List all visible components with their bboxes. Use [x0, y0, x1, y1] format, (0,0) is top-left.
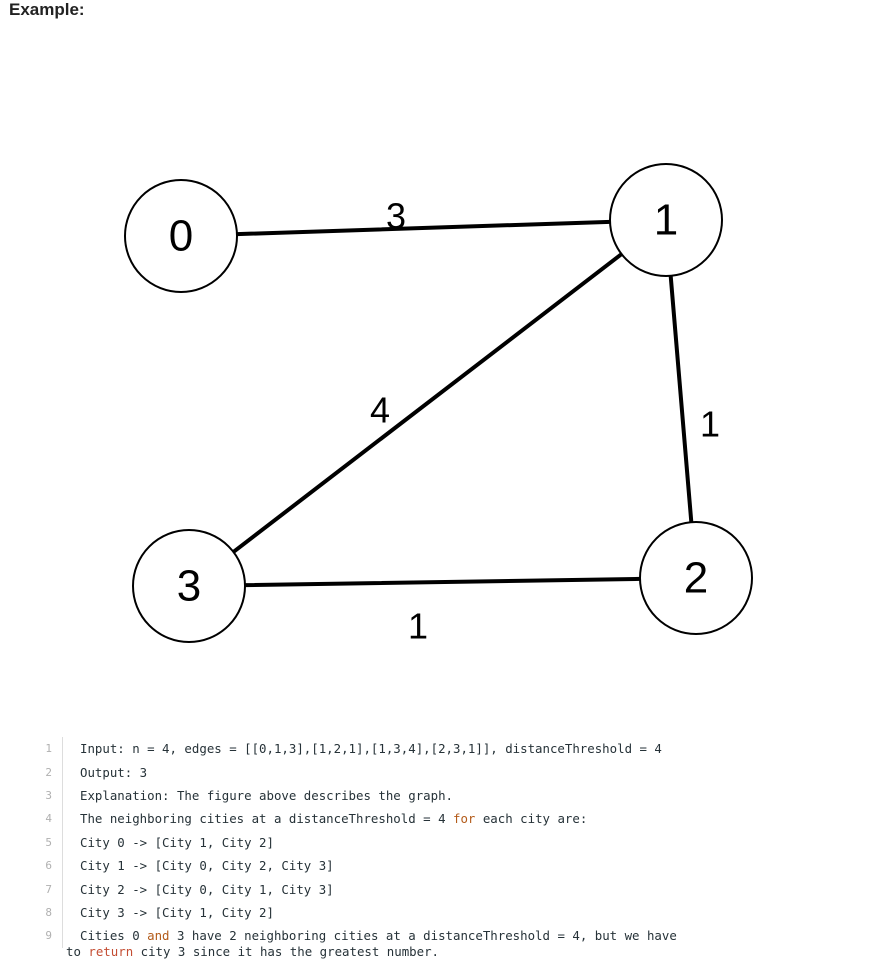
code-output-line: Output: 3 — [80, 764, 148, 780]
graph-node-0: 0 — [124, 179, 238, 293]
node-circle — [124, 179, 238, 293]
code-text: City 3 -> [City 1, City 2] — [80, 904, 274, 920]
graph-diagram: 3 4 1 1 0 1 2 3 — [124, 163, 753, 647]
code-line: 4 The neighboring cities at a distanceTh… — [36, 807, 866, 831]
line-number: 4 — [36, 807, 63, 831]
code-line: 8 City 3 -> [City 1, City 2] — [36, 900, 866, 925]
node-circle — [132, 529, 246, 643]
node-circle — [609, 163, 723, 277]
code-line: 7 City 2 -> [City 0, City 1, City 3] — [36, 877, 866, 901]
node-label: 3 — [177, 562, 201, 611]
node-label: 2 — [684, 554, 708, 603]
code-text-part: Cities 0 — [80, 928, 148, 944]
code-keyword: return — [88, 943, 134, 959]
code-text-part: The neighboring cities at a distanceThre… — [80, 811, 453, 827]
nodes-layer: 0 1 2 3 — [124, 163, 753, 643]
line-number: 2 — [36, 760, 63, 784]
line-number: 5 — [36, 830, 63, 854]
line-number: 7 — [36, 877, 63, 901]
line-number: 3 — [36, 783, 63, 808]
code-text: City 0 -> [City 1, City 2] — [80, 834, 274, 850]
code-text: City 2 -> [City 0, City 1, City 3] — [80, 881, 334, 897]
code-text-part: 3 have 2 neighboring cities at a distanc… — [169, 928, 677, 944]
code-line: 5 City 0 -> [City 1, City 2] — [36, 830, 866, 854]
graph-node-2: 2 — [639, 521, 753, 635]
code-text: City 1 -> [City 0, City 2, City 3] — [80, 858, 334, 874]
example-heading: Example: — [9, 0, 85, 19]
edge-1-3 — [231, 252, 624, 554]
node-label: 0 — [169, 212, 193, 261]
code-text-part: each city are: — [475, 811, 588, 827]
node-label: 1 — [654, 196, 678, 245]
code-text: Cities 0 and 3 have 2 neighboring cities… — [63, 928, 677, 943]
line-number: 6 — [36, 853, 63, 878]
line-number: 1 — [36, 737, 63, 761]
code-text-part: to — [66, 943, 89, 959]
line-number: 8 — [36, 900, 63, 925]
code-text: The neighboring cities at a distanceThre… — [63, 811, 587, 826]
node-circle — [639, 521, 753, 635]
edge-3-2 — [242, 576, 643, 588]
code-line: 1 Input: n = 4, edges = [[0,1,3],[1,2,1]… — [36, 737, 866, 761]
code-line: 3 Explanation: The figure above describe… — [36, 783, 866, 808]
code-text-part: city 3 since it has the greatest number. — [133, 943, 440, 959]
code-line: 2 Output: 3 — [36, 760, 866, 784]
code-input-line: Input: n = 4, edges = [[0,1,3],[1,2,1],[… — [80, 741, 662, 757]
edge-weight-label: 4 — [370, 390, 390, 431]
line-number: 9 — [36, 924, 63, 948]
edge-weight-label: 1 — [700, 404, 720, 445]
graph-node-1: 1 — [609, 163, 723, 277]
code-explanation-line: Explanation: The figure above describes … — [80, 787, 453, 803]
code-keyword: for — [453, 811, 476, 827]
graph-node-3: 3 — [132, 529, 246, 643]
edge-weight-label: 3 — [386, 196, 406, 237]
edge-1-2 — [668, 273, 694, 525]
example-code-block: 1 Input: n = 4, edges = [[0,1,3],[1,2,1]… — [36, 737, 866, 960]
edge-weight-label: 1 — [408, 606, 428, 647]
code-wrap-line: to return city 3 since it has the greate… — [66, 944, 866, 960]
edge-0-1 — [234, 219, 613, 237]
code-line: 6 City 1 -> [City 0, City 2, City 3] — [36, 853, 866, 878]
code-keyword: and — [147, 928, 170, 944]
code-line: 9 Cities 0 and 3 have 2 neighboring citi… — [36, 924, 866, 948]
edges-layer: 3 4 1 1 — [231, 196, 720, 647]
